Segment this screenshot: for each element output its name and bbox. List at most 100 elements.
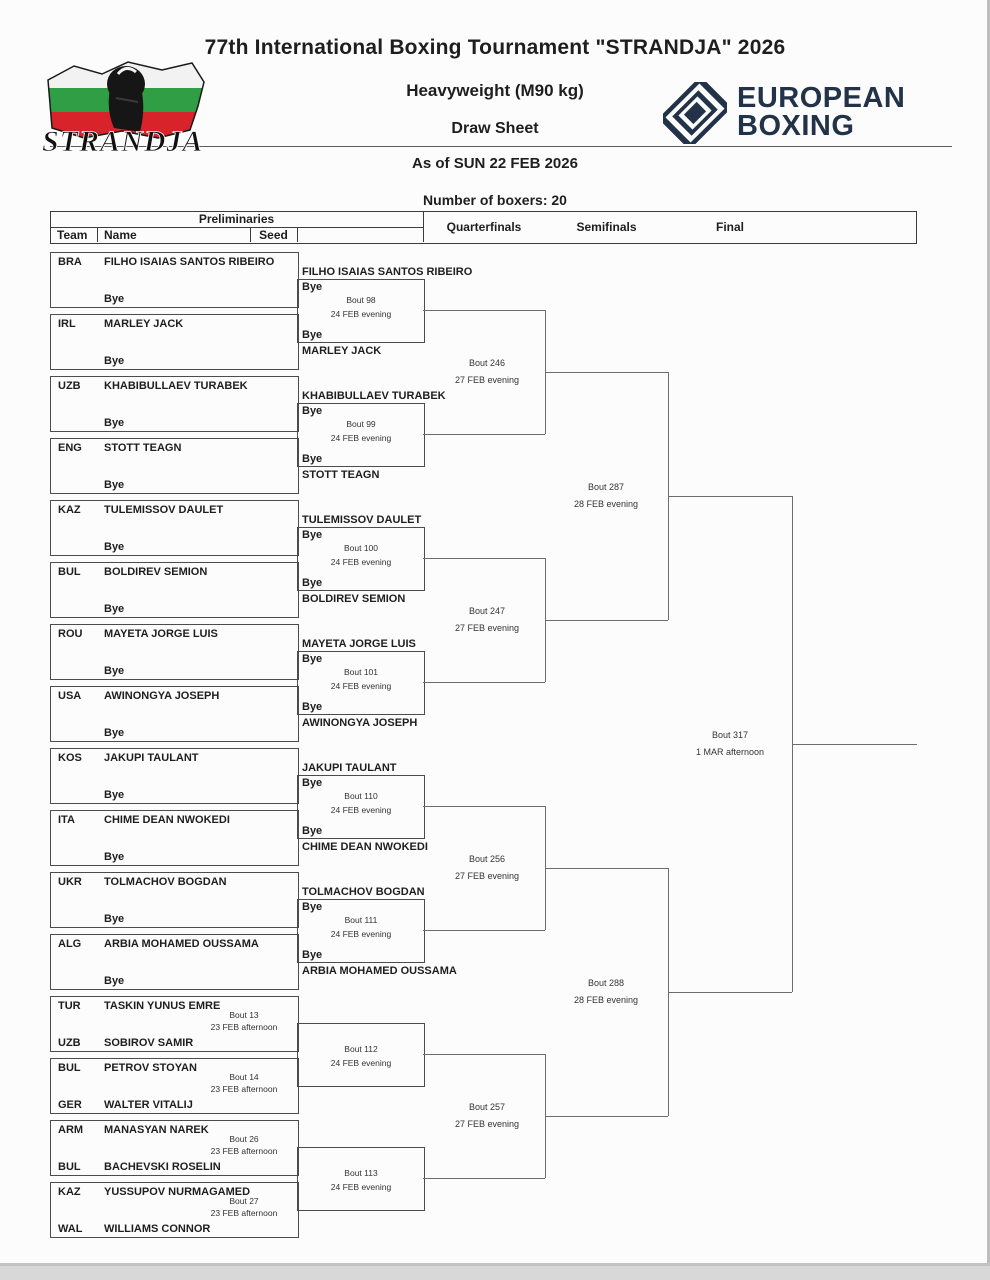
bout-number: Bout 101 (343, 667, 379, 677)
sheet-type: Draw Sheet (451, 120, 539, 137)
header-rule (50, 146, 952, 147)
bout-info: Bout 98 24 FEB evening (298, 295, 424, 319)
strandja-logo-text: STRANDJA (42, 125, 203, 158)
bracket-line (423, 682, 545, 683)
bout-number: Bout 112 (344, 1044, 378, 1054)
boxer-name: STOTT TEAGN (104, 442, 182, 454)
r16-bout-110: JAKUPI TAULANT Bye Bout 110 24 FEB eveni… (297, 762, 428, 853)
team-code: GER (58, 1099, 82, 1111)
bye-label: Bye (104, 355, 125, 367)
team-code: BUL (58, 566, 81, 578)
bout-info: Bout 101 24 FEB evening (298, 667, 424, 691)
boxer-name: MARLEY JACK (104, 318, 184, 330)
boxer-count: Number of boxers: 20 (423, 192, 567, 208)
bout-number: Bout 14 (229, 1072, 259, 1082)
bout-date: 23 FEB afternoon (210, 1084, 278, 1094)
r16-bout-99: KHABIBULLAEV TURABEK Bye Bout 99 24 FEB … (297, 390, 446, 481)
bout-date: 24 FEB evening (330, 557, 392, 567)
bout-info: Bout 113 24 FEB evening (298, 1168, 424, 1192)
prelim-entry-rou: ROU MAYETA JORGE LUIS Bye (50, 624, 299, 680)
bye-label: Bye (104, 789, 125, 801)
team-code: KOS (58, 752, 82, 764)
semifinal-bout-label: Bout 288 28 FEB evening (551, 976, 661, 1007)
prelim-entry-alg: ALG ARBIA MOHAMED OUSSAMA Bye (50, 934, 299, 990)
page-edge-shadow (987, 0, 990, 1280)
table-divider (250, 227, 251, 242)
bout-date: 24 FEB evening (330, 681, 392, 691)
bye-label: Bye (302, 949, 323, 961)
team-code: BUL (58, 1062, 81, 1074)
prelim-entry-ukr: UKR TOLMACHOV BOGDAN Bye (50, 872, 299, 928)
bout-info: Bout 111 24 FEB evening (298, 915, 424, 939)
bye-label: Bye (302, 777, 323, 789)
bye-label: Bye (104, 727, 125, 739)
prelim-entry-usa: USA AWINONGYA JOSEPH Bye (50, 686, 299, 742)
column-header-name: Name (104, 228, 137, 242)
bracket-line (545, 372, 668, 373)
advancing-boxer-name: TOLMACHOV BOGDAN (302, 886, 425, 898)
boxer-name: BOLDIREV SEMION (104, 566, 208, 578)
boxer-name: TOLMACHOV BOGDAN (104, 876, 227, 888)
advancing-boxer-name: BOLDIREV SEMION (302, 593, 406, 605)
prelim-entry-uzb: UZB KHABIBULLAEV TURABEK Bye (50, 376, 299, 432)
quarterfinal-bout-label: Bout 246 27 FEB evening (432, 356, 542, 387)
advancing-boxer-name: FILHO ISAIAS SANTOS RIBEIRO (302, 266, 473, 278)
semifinal-bout-label: Bout 287 28 FEB evening (551, 480, 661, 511)
bye-label: Bye (302, 577, 323, 589)
bye-label: Bye (302, 453, 323, 465)
bye-label: Bye (302, 825, 323, 837)
bracket-line (423, 1054, 545, 1055)
bout-number: Bout 111 (344, 915, 378, 925)
bout-number: Bout 26 (229, 1134, 259, 1144)
bye-label: Bye (104, 975, 125, 987)
page-title: 77th International Boxing Tournament "ST… (204, 36, 786, 59)
bout-date: 24 FEB evening (330, 309, 392, 319)
bracket-line (545, 620, 668, 621)
r16-bout-100: TULEMISSOV DAULET Bye Bout 100 24 FEB ev… (297, 514, 425, 605)
table-divider (423, 211, 424, 242)
bout-date: 24 FEB evening (330, 1182, 392, 1192)
boxer-name: ARBIA MOHAMED OUSSAMA (104, 938, 259, 950)
boxer-name: FILHO ISAIAS SANTOS RIBEIRO (104, 256, 275, 268)
r16-bout-112: Bout 112 24 FEB evening (297, 1023, 425, 1087)
weight-category: Heavyweight (M90 kg) (406, 81, 584, 100)
prelim-entry-eng: ENG STOTT TEAGN Bye (50, 438, 299, 494)
bout-number: Bout 110 (344, 791, 378, 801)
column-header-team: Team (57, 228, 88, 242)
bye-label: Bye (104, 603, 125, 615)
bout-number: Bout 100 (343, 543, 379, 553)
bout-date: 28 FEB evening (573, 499, 639, 509)
bracket-line (423, 1178, 545, 1179)
table-divider (97, 227, 98, 242)
bout-number: Bout 27 (229, 1196, 259, 1206)
boxer-name: YUSSUPOV NURMAGAMED (104, 1186, 251, 1198)
bout-number: Bout 13 (229, 1010, 259, 1020)
prelim-entry-bra: BRA FILHO ISAIAS SANTOS RIBEIRO Bye (50, 252, 299, 308)
bout-info: Bout 100 24 FEB evening (298, 543, 424, 567)
bracket-line (668, 496, 792, 497)
team-code: UZB (58, 1037, 81, 1049)
bout-date: 24 FEB evening (330, 929, 392, 939)
bracket-line (423, 434, 545, 435)
boxer-name: TULEMISSOV DAULET (104, 504, 224, 516)
bye-label: Bye (104, 851, 125, 863)
bye-label: Bye (104, 293, 125, 305)
boxer-name: CHIME DEAN NWOKEDI (104, 814, 230, 826)
bout-number: Bout 98 (346, 295, 376, 305)
column-header-seed: Seed (259, 228, 288, 242)
advancing-boxer-name: MAYETA JORGE LUIS (302, 638, 416, 650)
bracket-line (423, 930, 545, 931)
european-boxing-logo-text: EUROPEAN BOXING (737, 84, 905, 142)
bye-label: Bye (104, 541, 125, 553)
bracket-line (423, 806, 545, 807)
boxer-name: SOBIROV SAMIR (104, 1037, 194, 1049)
european-boxing-line2: BOXING (737, 110, 855, 142)
team-code: WAL (58, 1223, 83, 1235)
bout-info: Bout 27 23 FEB afternoon (196, 1196, 292, 1218)
team-code: UKR (58, 876, 82, 888)
team-code: UZB (58, 380, 81, 392)
bout-info: Bout 26 23 FEB afternoon (196, 1134, 292, 1156)
bout-date: 27 FEB evening (454, 1119, 520, 1129)
bye-label: Bye (302, 281, 323, 293)
